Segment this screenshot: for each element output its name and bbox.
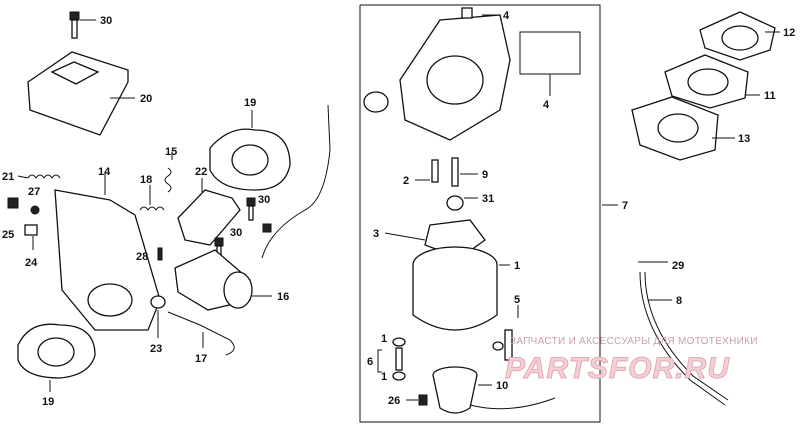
spring-21 — [27, 174, 61, 179]
label-19-bottom: 19 — [42, 396, 54, 408]
bolt-6 — [395, 347, 403, 371]
label-28: 28 — [136, 251, 148, 263]
screw-set-4 — [519, 31, 581, 75]
label-31: 31 — [482, 193, 494, 205]
label-18: 18 — [140, 174, 152, 186]
label-17: 17 — [195, 353, 207, 365]
carburetor-body — [363, 7, 511, 141]
label-30-mid-b: 30 — [230, 227, 242, 239]
gasket-19-top — [209, 128, 291, 191]
watermark-logo: PARTSFOR.RU — [505, 352, 730, 385]
label-1-bowl: 1 — [514, 260, 520, 272]
bolt-30-mid-a — [246, 197, 256, 221]
pin-28 — [157, 247, 163, 261]
jet-2 — [431, 159, 439, 183]
label-16: 16 — [277, 291, 289, 303]
label-3: 3 — [373, 228, 379, 240]
label-6: 6 — [367, 356, 373, 368]
gasket-12 — [699, 11, 776, 61]
spring-15 — [164, 167, 172, 193]
gasket-19-bottom — [17, 323, 96, 379]
fuel-cut-solenoid-16 — [174, 249, 253, 311]
o-ring-1-right — [492, 341, 504, 351]
watermark: ЗАПЧАСТИ И АКСЕССУАРЫ ДЛЯ МОТОТЕХНИКИ PA… — [505, 336, 758, 386]
label-30-top: 30 — [100, 15, 112, 27]
carburetor-assembly-frame — [359, 4, 601, 423]
screw-26 — [418, 394, 428, 406]
bolt-30-top — [69, 11, 80, 39]
label-14: 14 — [98, 166, 111, 178]
label-19-top: 19 — [244, 97, 256, 109]
label-27: 27 — [28, 186, 40, 198]
bracket-22 — [177, 189, 241, 246]
part-labels: 30 20 19 15 22 21 27 14 18 25 30 24 30 2… — [2, 10, 795, 408]
label-1-lower: 1 — [381, 371, 387, 383]
label-4-top: 4 — [503, 10, 510, 22]
watermark-caption: ЗАПЧАСТИ И АКСЕССУАРЫ ДЛЯ МОТОТЕХНИКИ — [510, 336, 758, 347]
label-11: 11 — [764, 90, 776, 102]
label-7: 7 — [622, 200, 628, 212]
fuel-hose-8 — [639, 271, 726, 406]
spring-18 — [139, 206, 165, 211]
screw-25 — [7, 197, 19, 209]
label-10: 10 — [496, 380, 508, 392]
label-26: 26 — [388, 395, 400, 407]
link-rod-17 — [167, 311, 235, 356]
label-25: 25 — [2, 229, 14, 241]
o-ring-1-top — [392, 337, 406, 347]
label-13: 13 — [738, 133, 750, 145]
valve-31 — [446, 195, 464, 211]
grommet-23 — [150, 295, 166, 309]
label-30-mid-a: 30 — [258, 194, 270, 206]
bracket-plate-14 — [54, 189, 161, 331]
label-21: 21 — [2, 171, 14, 183]
label-12: 12 — [783, 27, 795, 39]
grommet-24 — [24, 224, 38, 236]
label-1-upper: 1 — [381, 333, 387, 345]
bolt-30-mid-c — [262, 223, 272, 233]
o-ring-1-bottom — [392, 371, 406, 381]
drain-screw-5 — [504, 329, 513, 361]
solenoid-valve-10 — [432, 366, 556, 414]
gasket-11 — [664, 54, 749, 109]
label-29: 29 — [672, 260, 684, 272]
label-15: 15 — [165, 146, 177, 158]
label-20: 20 — [140, 93, 152, 105]
label-22: 22 — [195, 166, 207, 178]
label-5: 5 — [514, 294, 520, 306]
float-needle-9 — [451, 157, 459, 187]
label-2: 2 — [403, 175, 409, 187]
wire-harness — [261, 104, 331, 259]
washer-27 — [30, 205, 40, 215]
label-9: 9 — [482, 169, 488, 181]
label-8: 8 — [676, 295, 682, 307]
label-4-right: 4 — [543, 99, 550, 111]
label-24: 24 — [25, 257, 38, 269]
float-bowl-1 — [412, 246, 498, 331]
gasket-13 — [631, 96, 719, 161]
label-23: 23 — [150, 343, 162, 355]
